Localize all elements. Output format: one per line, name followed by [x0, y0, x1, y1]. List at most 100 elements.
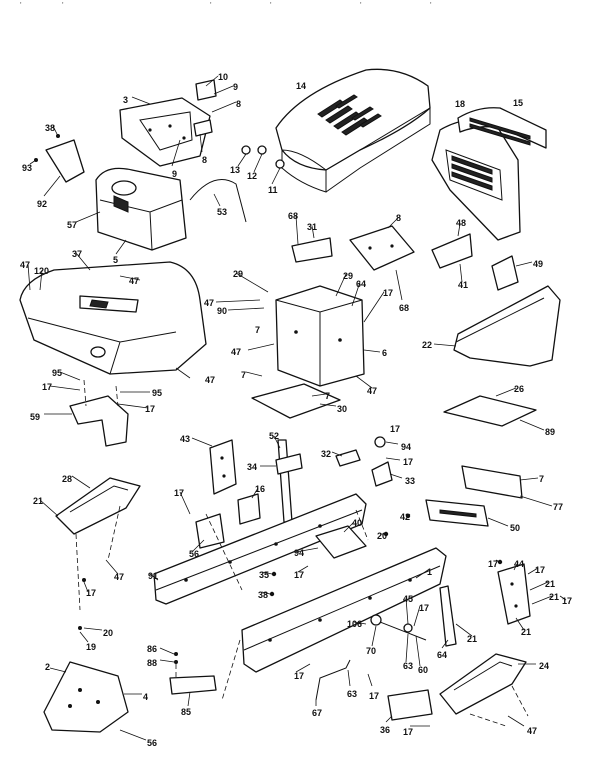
callout-17: 17 — [403, 457, 414, 467]
hood-grille-vents — [317, 94, 382, 136]
callout-91: 91 — [148, 571, 159, 581]
bracket-44 — [497, 561, 567, 631]
callout-92: 92 — [37, 199, 48, 209]
side-panel-part — [433, 285, 561, 367]
header-mark-3: ' — [210, 1, 212, 10]
callout-86: 86 — [147, 644, 158, 654]
callout-21: 21 — [467, 634, 478, 644]
front-plate-part — [43, 661, 147, 741]
callout-64: 64 — [437, 650, 448, 660]
callout-28: 28 — [62, 474, 73, 484]
callout-7: 7 — [241, 370, 247, 380]
small-brackets-32-33 — [331, 436, 403, 487]
callout-33: 33 — [405, 476, 416, 486]
footrest-right-part — [439, 653, 536, 727]
callout-17: 17 — [86, 588, 97, 598]
callout-70: 70 — [366, 646, 377, 656]
callout-5: 5 — [113, 255, 119, 265]
callout-95: 95 — [52, 368, 63, 378]
callout-95: 95 — [152, 388, 163, 398]
hood-pivot-hardware — [237, 145, 285, 185]
dash-bracket-31 — [291, 215, 333, 263]
callout-50: 50 — [510, 523, 521, 533]
bracket-43 — [191, 437, 237, 495]
callout-57: 57 — [67, 220, 78, 230]
callout-17: 17 — [369, 691, 380, 701]
callout-40: 40 — [352, 518, 363, 528]
bracket-48 — [431, 223, 473, 283]
callout-17: 17 — [390, 424, 401, 434]
callout-34: 34 — [247, 462, 258, 472]
callout-20: 20 — [377, 531, 388, 541]
linkage-rod-assembly — [370, 585, 473, 667]
dash-panel-part — [119, 96, 211, 167]
fuel-tank-part — [75, 167, 187, 255]
bracket-50 — [425, 499, 509, 527]
fender-part — [19, 252, 207, 379]
callout-17: 17 — [294, 570, 305, 580]
console-panel-part — [215, 272, 385, 389]
hood-part — [275, 68, 431, 193]
callout-67: 67 — [312, 708, 323, 718]
callout-17: 17 — [145, 404, 156, 414]
callout-18: 18 — [455, 99, 466, 109]
callout-63: 63 — [347, 689, 358, 699]
clip-49 — [491, 255, 533, 291]
callout-8: 8 — [236, 99, 242, 109]
header-mark-4: ' — [270, 1, 272, 10]
callout-17: 17 — [383, 288, 394, 298]
link-arm-34 — [260, 435, 303, 523]
callout-56: 56 — [147, 738, 158, 748]
callout-93: 93 — [22, 163, 33, 173]
callout-60: 60 — [418, 665, 429, 675]
callout-63: 63 — [403, 661, 414, 671]
callout-29: 29 — [343, 271, 354, 281]
bracket-56 — [179, 491, 225, 553]
callout-47: 47 — [205, 375, 216, 385]
callout-17: 17 — [562, 596, 573, 606]
bracket-85 — [159, 647, 217, 707]
callout-29: 29 — [233, 269, 244, 279]
base-plate-30 — [245, 371, 341, 419]
callout-90: 90 — [217, 306, 228, 316]
fasteners-misc — [261, 513, 503, 597]
callout-88: 88 — [147, 658, 158, 668]
frame-rail-1 — [241, 547, 447, 673]
bracket-92-part — [29, 125, 85, 197]
callout-7: 7 — [325, 391, 331, 401]
callout-56: 56 — [189, 549, 200, 559]
callout-38: 38 — [258, 590, 269, 600]
callout-64: 64 — [356, 279, 367, 289]
callout-48: 48 — [456, 218, 467, 228]
callout-41: 41 — [458, 280, 469, 290]
callout-35: 35 — [259, 570, 270, 580]
callout-15: 15 — [513, 98, 524, 108]
callout-47: 47 — [129, 276, 140, 286]
bracket-36 — [385, 689, 433, 727]
clip-106 — [353, 621, 367, 625]
callout-85: 85 — [181, 707, 192, 717]
assembly-guide-lines — [205, 509, 369, 701]
callout-43: 43 — [180, 434, 191, 444]
callout-21: 21 — [549, 592, 560, 602]
callout-13: 13 — [230, 165, 241, 175]
header-mark-1: ' — [20, 1, 22, 10]
callout-10: 10 — [218, 72, 229, 82]
callout-31: 31 — [307, 222, 318, 232]
callout-77: 77 — [553, 502, 564, 512]
fender-support-bracket — [44, 371, 150, 447]
frame-rail-91 — [149, 493, 367, 605]
callout-47: 47 — [367, 386, 378, 396]
hinge-brackets — [171, 75, 237, 167]
callout-21: 21 — [545, 579, 556, 589]
callout-47: 47 — [231, 347, 242, 357]
callout-94: 94 — [294, 548, 305, 558]
callout-17: 17 — [535, 565, 546, 575]
callout-7: 7 — [255, 325, 261, 335]
callout-38: 38 — [45, 123, 56, 133]
callout-53: 53 — [217, 207, 228, 217]
callout-3: 3 — [123, 95, 129, 105]
callout-17: 17 — [488, 559, 499, 569]
callout-4: 4 — [143, 692, 149, 702]
